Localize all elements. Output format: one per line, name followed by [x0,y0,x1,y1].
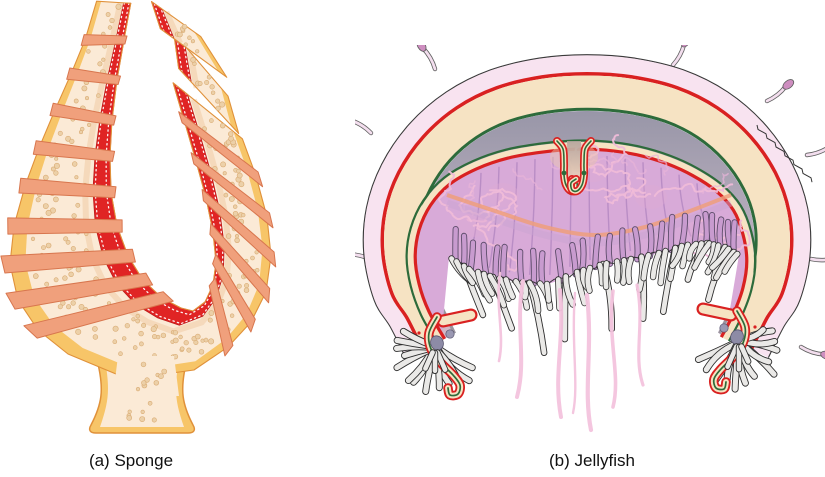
jellyfish-sensory-clubs [355,45,825,360]
sponge-wall-segment [70,40,125,80]
jellyfish-diagram [355,45,825,433]
sponge-wall-segment [173,32,240,135]
jellyfish-caption: (b) Jellyfish [549,451,635,470]
sponge-wall-segment [150,1,228,78]
sponge-wall-segment [195,161,272,256]
sponge-body-foot-junction [113,356,179,423]
jellyfish-margin-right [694,302,781,395]
jellyfish-margin-left [393,308,478,401]
sponge-wall-segment [183,120,268,217]
jellyfish-central-fold [550,137,598,196]
sponge-caption: (a) Sponge [88,451,174,470]
jellyfish-zigzag-thread [756,124,813,183]
sponge-wall-segment [84,0,132,40]
sponge-pore-bands [0,34,277,357]
sponge-diagram [0,0,277,434]
jellyfish-long-tentacles [497,271,645,433]
jellyfish-tentacle-fringe [448,239,741,356]
sponge-wall-segment [205,198,272,292]
